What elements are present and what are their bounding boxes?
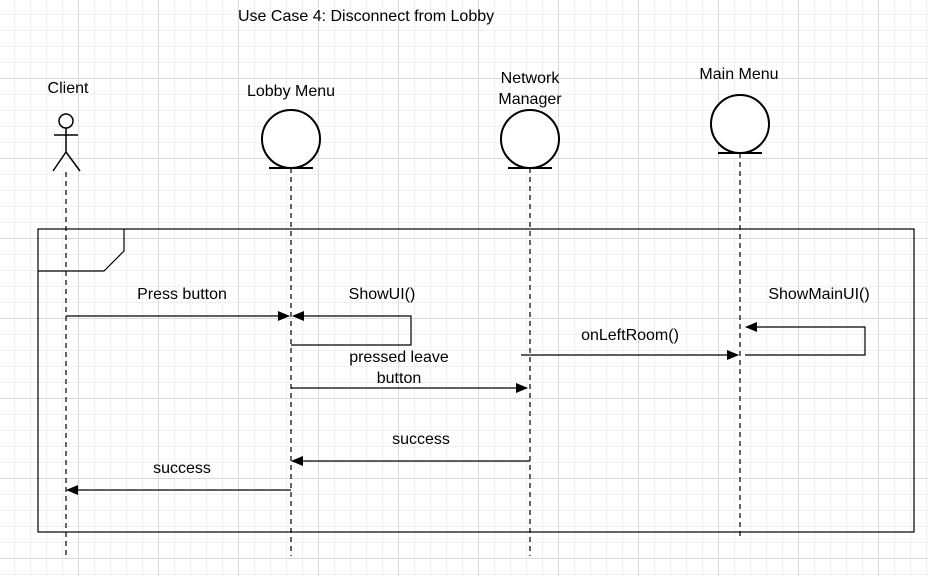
message-label-showui: ShowUI()	[348, 286, 416, 303]
actor-client-icon	[52, 113, 81, 172]
message-label-onleftroom: onLeftRoom()	[581, 327, 679, 344]
message-label-showmainui: ShowMainUI()	[768, 286, 870, 303]
message-label-press-button: Press button	[137, 286, 227, 303]
main-menu-icon	[710, 94, 770, 154]
lifeline-label-network-manager: Network Manager	[498, 70, 562, 108]
lifeline-label-lobby-menu: Lobby Menu	[246, 83, 336, 100]
interaction-frame	[37, 228, 915, 533]
message-label-pressed-leave: pressed leave button	[349, 349, 449, 387]
message-label-success-network: success	[392, 431, 450, 448]
lifeline-label-main-menu: Main Menu	[699, 66, 779, 83]
lifeline-label-client: Client	[47, 80, 89, 97]
message-showui-arrow	[291, 311, 412, 346]
network-manager-icon	[500, 109, 560, 169]
message-label-success-client: success	[153, 460, 211, 477]
lobby-menu-icon	[261, 109, 321, 169]
message-showmainui-arrow	[745, 322, 866, 356]
diagram-title: Use Case 4: Disconnect from Lobby	[238, 8, 495, 25]
